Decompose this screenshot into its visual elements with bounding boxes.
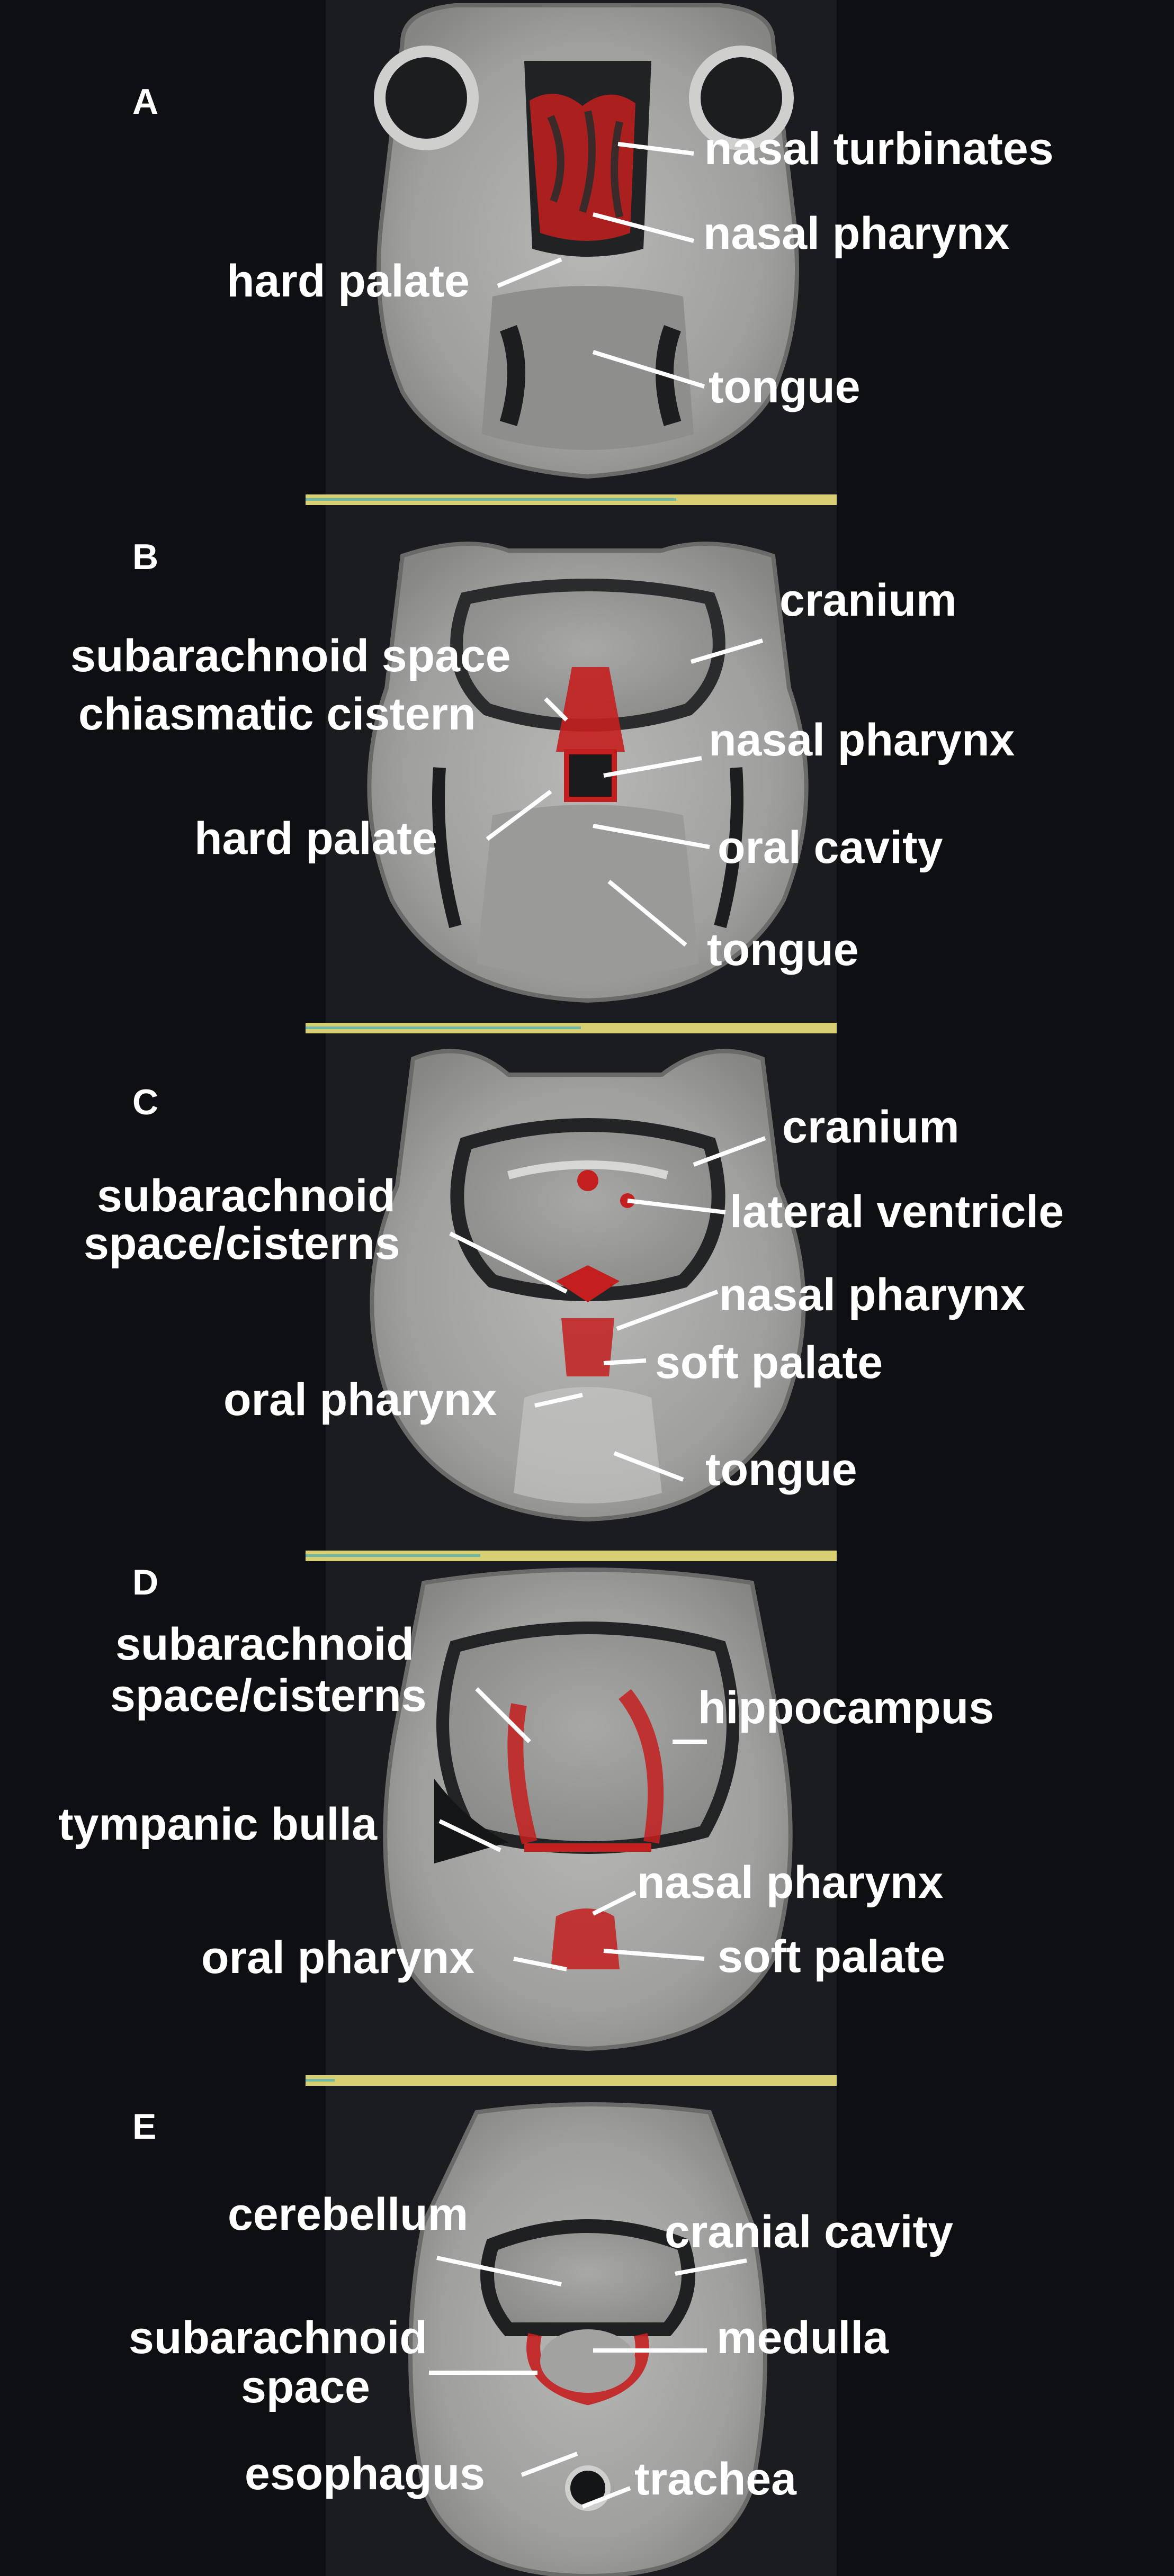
leader-a-nasal-pharynx: [592, 212, 695, 243]
panel-a-turbinate-folds: [547, 110, 623, 218]
leader-d-oral-pharynx: [513, 1957, 567, 1971]
leader-d-nasal-pharynx: [592, 1890, 637, 1916]
label-e-trachea: trachea: [634, 2454, 797, 2505]
label-b-oral-cavity: oral cavity: [718, 822, 943, 873]
label-e-cranial-cavity: cranial cavity: [665, 2206, 953, 2257]
leader-c-lateral-ventricle: [627, 1199, 726, 1214]
leader-a-nasal-turbinates: [617, 142, 694, 156]
leader-b-nasal-pharynx: [603, 756, 702, 778]
label-e-esophagus: esophagus: [245, 2448, 485, 2499]
label-b-cranium: cranium: [779, 575, 957, 626]
label-d-soft-palate: soft palate: [718, 1931, 945, 1982]
leader-d-subarachnoid: [475, 1687, 531, 1743]
label-c-cranium: cranium: [782, 1102, 960, 1152]
panel-a-eye-right: [689, 46, 794, 150]
leader-b-subarachnoid: [544, 697, 568, 722]
leader-c-nasal-pharynx: [616, 1290, 719, 1331]
panel-c-soft-palate-highlight: [561, 1318, 614, 1376]
leader-c-tongue: [613, 1451, 684, 1482]
panel-d-brain: [436, 1622, 739, 1854]
panel-c-cortex-rim: [507, 1160, 669, 1179]
leader-c-oral-pharynx: [534, 1393, 583, 1408]
label-b-subarachnoid-space: subarachnoid space: [70, 631, 511, 681]
panel-a-turbinates-highlight: [530, 94, 635, 241]
label-b-chiasmatic-cistern: chiasmatic cistern: [78, 689, 476, 740]
panel-e-subarachnoid-highlight: [526, 2333, 649, 2406]
panel-e-medulla: [540, 2329, 635, 2393]
leader-d-soft-palate: [603, 1949, 705, 1961]
panel-e-letter: E: [132, 2106, 156, 2147]
leader-a-hard-palate: [497, 257, 562, 288]
label-e-space: space: [241, 2362, 370, 2412]
panel-c: C cranium subarachnoid space/cisterns la…: [84, 1049, 1064, 1522]
label-e-cerebellum: cerebellum: [228, 2189, 468, 2240]
leader-e-cranial-cavity: [675, 2258, 747, 2276]
leader-b-oral-cavity: [593, 824, 710, 849]
panel-b-cistern-highlight: [556, 667, 625, 752]
panel-d-hippocampus-highlight: [507, 1689, 664, 1844]
panel-c-tongue: [514, 1387, 662, 1503]
leader-a-tongue: [592, 350, 705, 389]
label-d-tympanic-bulla: tympanic bulla: [58, 1799, 378, 1850]
label-e-medulla: medulla: [716, 2312, 889, 2363]
label-b-nasal-pharynx: nasal pharynx: [709, 715, 1015, 765]
panel-b: B cranium subarachnoid space chiasmatic …: [70, 537, 1015, 1003]
panel-b-letter: B: [132, 537, 158, 577]
label-d-nasal-pharynx: nasal pharynx: [637, 1857, 944, 1908]
label-c-nasal-pharynx: nasal pharynx: [719, 1269, 1026, 1320]
label-d-hippocampus: hippocampus: [698, 1682, 994, 1733]
label-d-oral-pharynx: oral pharynx: [201, 1932, 474, 1983]
panel-e: E cerebellum cranial cavity subarachnoid…: [129, 2102, 953, 2576]
leader-e-cerebellum: [436, 2256, 562, 2286]
label-d-subarachnoid: subarachnoid: [115, 1619, 414, 1670]
leader-b-cranium: [690, 638, 764, 664]
leader-c-soft-palate: [603, 1358, 647, 1365]
label-c-soft-palate: soft palate: [655, 1337, 883, 1388]
separator-cd: [306, 1551, 837, 1561]
panel-c-ventricle-highlight: [577, 1170, 598, 1191]
label-c-tongue: tongue: [705, 1444, 857, 1495]
panel-e-trachea: [565, 2465, 611, 2511]
leader-e-esophagus: [521, 2452, 578, 2477]
panel-d-letter: D: [132, 1562, 158, 1602]
separator-bc: [306, 1023, 837, 1033]
panel-a-tongue: [482, 286, 694, 450]
panel-a-letter: A: [132, 82, 158, 122]
panel-a-eye-left: [374, 46, 479, 150]
label-a-tongue: tongue: [709, 362, 861, 412]
label-b-hard-palate: hard palate: [194, 813, 437, 864]
label-b-tongue: tongue: [707, 924, 859, 975]
panel-a: A nasal turbinates nasal pharynx hard pa…: [132, 3, 1054, 479]
label-a-nasal-pharynx: nasal pharynx: [703, 208, 1010, 259]
leader-d-tympanic-bulla: [438, 1819, 501, 1852]
leader-e-trachea: [581, 2486, 631, 2509]
panel-d-soft-palate-highlight: [551, 1908, 620, 1969]
leader-b-tongue: [607, 879, 687, 947]
panel-c-cistern-highlight: [556, 1265, 620, 1302]
label-a-hard-palate: hard palate: [227, 256, 470, 307]
panel-d: D subarachnoid space/cisterns hippocampu…: [58, 1562, 994, 2051]
panel-d-tympanic-bulla: [434, 1779, 508, 1863]
label-c-space-cisterns: space/cisterns: [84, 1218, 400, 1269]
leader-b-hard-palate: [486, 789, 552, 841]
panel-c-brain: [450, 1118, 725, 1301]
leader-c-subarachnoid: [449, 1231, 568, 1294]
label-c-oral-pharynx: oral pharynx: [223, 1374, 497, 1425]
leader-c-cranium: [693, 1136, 766, 1167]
panel-c-letter: C: [132, 1082, 158, 1122]
panel-e-cerebellum: [480, 2219, 695, 2336]
label-c-lateral-ventricle: lateral ventricle: [730, 1186, 1064, 1237]
panel-b-tongue: [477, 805, 699, 977]
separator-ab: [306, 494, 837, 505]
label-e-subarachnoid: subarachnoid: [129, 2312, 427, 2363]
label-a-nasal-turbinates: nasal turbinates: [704, 123, 1054, 174]
panel-b-cranium: [450, 579, 725, 732]
label-c-subarachnoid: subarachnoid: [97, 1170, 396, 1221]
separator-de: [306, 2075, 837, 2086]
panel-b-jaw-dark: [432, 767, 743, 929]
label-d-space-cisterns: space/cisterns: [110, 1670, 427, 1721]
